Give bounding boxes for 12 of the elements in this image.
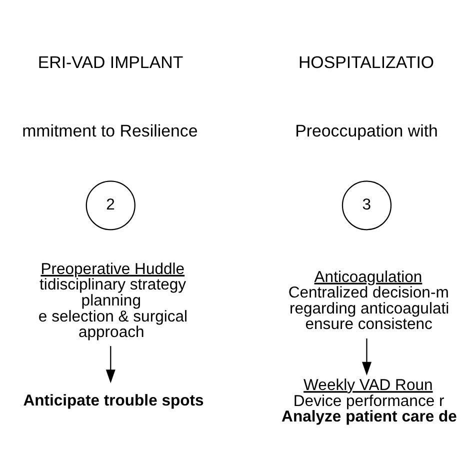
node-text: Anticipate trouble spots xyxy=(23,392,204,410)
node-circle: 3 xyxy=(342,180,392,230)
node-text: Weekly VAD Roun Device performance r Analyze patient care de xyxy=(282,377,457,426)
label: HOSPITALIZATIO xyxy=(298,52,434,72)
node-text: Anticoagulation Centralized decision-m regarding anticoagulati ensure consistenc xyxy=(288,268,450,334)
node-circle: 2 xyxy=(86,180,136,230)
arrow xyxy=(362,338,372,376)
arrow xyxy=(106,346,116,384)
label: Preoccupation with xyxy=(295,122,438,141)
label: ERI-VAD IMPLANT xyxy=(38,52,184,72)
node-text: Preoperative Huddle tidisciplinary strategy planning e selection & surgical approach xyxy=(38,260,188,342)
label: mmitment to Resilience xyxy=(22,122,198,141)
